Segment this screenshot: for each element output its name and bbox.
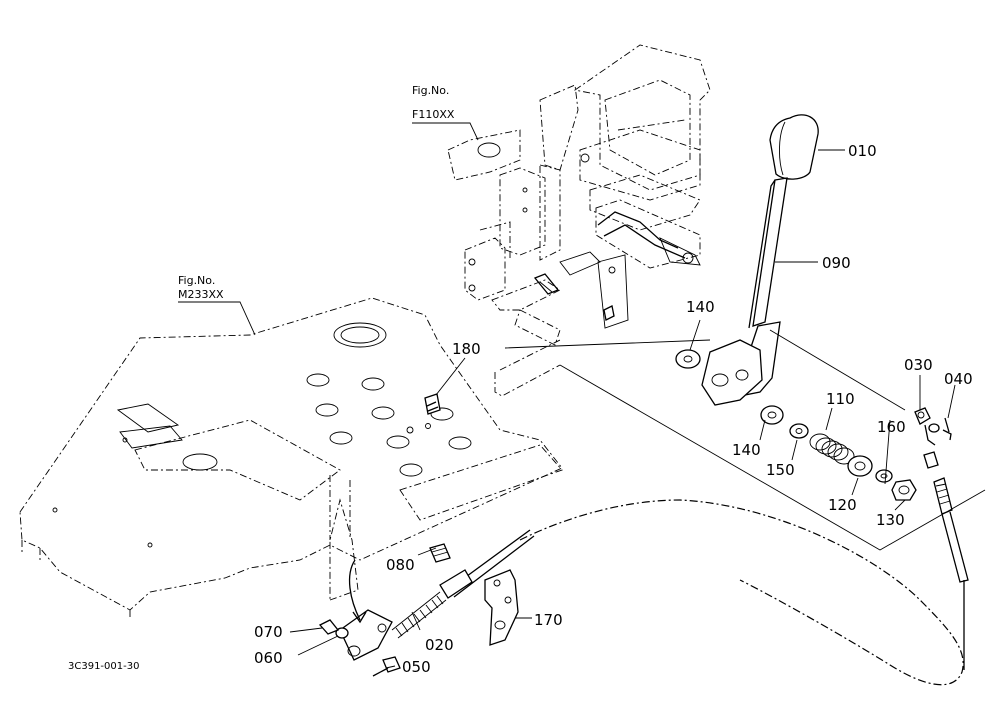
part-label-170: 170 [534, 611, 563, 629]
washer-060 [335, 627, 349, 639]
washer-150 [789, 423, 809, 439]
part-label-120: 120 [828, 496, 857, 514]
part-label-040: 040 [944, 370, 973, 388]
fig-ref-m233-line2: M233XX [178, 288, 224, 301]
control-cable [519, 499, 964, 686]
part-label-130: 130 [876, 511, 905, 529]
part-label-020: 020 [425, 636, 454, 654]
leader-lines [178, 122, 956, 669]
part-label-140-a: 140 [686, 298, 715, 316]
lever-hardware [675, 349, 969, 583]
part-label-010: 010 [848, 142, 877, 160]
bushing-120 [847, 455, 873, 477]
part-label-060: 060 [254, 649, 283, 667]
bracket-170 [484, 569, 519, 646]
part-label-030: 030 [904, 356, 933, 374]
part-label-140-b: 140 [732, 441, 761, 459]
spring-110 [809, 433, 855, 465]
clip-070 [318, 619, 340, 635]
part-label-070: 070 [254, 623, 283, 641]
nut-130 [891, 479, 917, 501]
panel-holes [52, 373, 472, 548]
washer-140-a [675, 349, 701, 369]
lower-linkage [318, 393, 535, 677]
mounting-plane [504, 329, 986, 551]
fig-ref-f110-line2: F110XX [412, 108, 455, 121]
part-label-180: 180 [452, 340, 481, 358]
part-label-160: 160 [877, 418, 906, 436]
labels: Fig.No. F110XX Fig.No. M233XX 010 090 14… [68, 84, 973, 676]
upper-bracket-assembly [447, 44, 711, 397]
part-label-090: 090 [822, 254, 851, 272]
drawing-code: 3C391-001-30 [68, 661, 139, 672]
fig-ref-f110-line1: Fig.No. [412, 84, 449, 97]
part-label-110: 110 [826, 390, 855, 408]
part-label-050: 050 [402, 658, 431, 676]
fig-ref-m233-line1: Fig.No. [178, 274, 215, 287]
washer-140-b [760, 405, 784, 425]
spring-020 [391, 591, 447, 639]
spring-080 [429, 543, 451, 563]
shift-lever [701, 114, 819, 406]
part-label-150: 150 [766, 461, 795, 479]
washer-160 [875, 469, 893, 483]
part-label-080: 080 [386, 556, 415, 574]
floor-panel-outline [19, 297, 563, 618]
cable-end-030 [914, 407, 931, 425]
